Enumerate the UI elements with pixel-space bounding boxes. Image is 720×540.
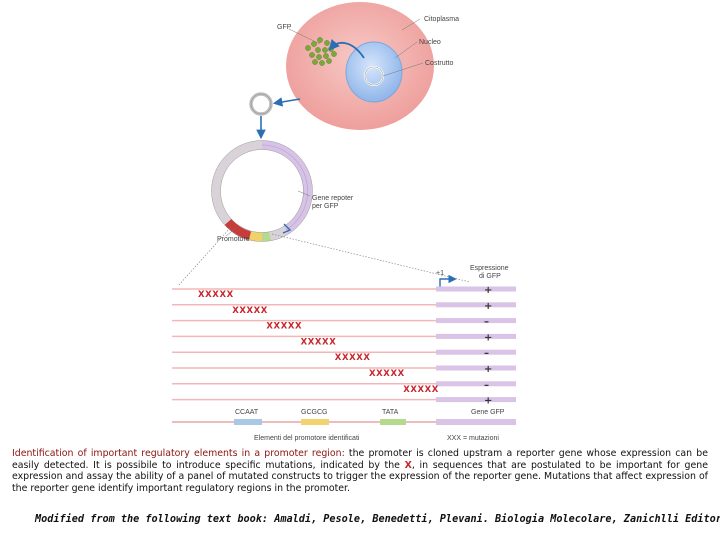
gfp-reporter-gene	[261, 140, 313, 234]
reporter-gene-label-2: per GFP	[312, 203, 339, 210]
expression-result: –	[484, 317, 489, 328]
caption-text-1: the promoter is cloned upstram a reporte…	[12, 448, 708, 471]
expression-header-2: di GFP	[479, 273, 501, 280]
nucleus	[345, 41, 403, 103]
caption-x-symbol: X	[404, 459, 412, 471]
gfp-gene-segment	[436, 349, 516, 355]
cytoplasm-label: Citoplasma	[424, 16, 459, 23]
gfp-dot	[331, 51, 337, 57]
gcgcg-label: GCGCG	[301, 409, 327, 416]
gene-gfp-label: Gene GFP	[471, 409, 505, 416]
mutant-constructs: XXXXX+XXXXX+XXXXX–XXXXX+XXXXX–XXXXX+XXXX…	[172, 285, 516, 407]
construct-row: XXXXX +	[172, 301, 516, 316]
construct-label: Costrutto	[425, 60, 454, 67]
gfp-gene-segment	[436, 397, 516, 403]
gfp-dot	[317, 37, 323, 43]
gfp-gene-segment	[436, 381, 516, 387]
gfp-dot	[309, 52, 315, 58]
expression-result: +	[484, 396, 492, 407]
expression-result: +	[484, 332, 492, 343]
caption-heading: Identification of important regulatory e…	[12, 448, 345, 459]
cell	[286, 2, 434, 130]
promoter-segment	[224, 218, 252, 241]
gfp-dot	[305, 45, 311, 51]
construct-row: +	[172, 396, 516, 407]
mutation-legend: XXX = mutazioni	[447, 435, 499, 442]
tss-label: +1	[436, 270, 444, 277]
figure-caption: Identification of important regulatory e…	[12, 448, 708, 494]
transcription-start-arrow	[439, 274, 457, 289]
mutation-mark: XXXXX	[369, 369, 405, 379]
tata-label: TATA	[382, 409, 399, 416]
gfp-dot	[322, 47, 328, 53]
construct-row: XXXXX +	[172, 285, 516, 300]
expression-result: +	[484, 301, 492, 312]
mutation-mark: XXXXX	[232, 306, 268, 316]
reporter-gene-label-1: Gene repoter	[312, 195, 354, 202]
expression-arrow	[328, 39, 365, 59]
construct-row: XXXXX +	[172, 332, 516, 347]
gfp-dot	[323, 53, 329, 59]
gfp-dot	[311, 41, 317, 47]
expression-header-1: Espressione	[470, 265, 509, 272]
reporter-plasmid	[211, 140, 313, 242]
experiment-diagram: GFP Citoplasma Nucleo Costrutto Gene rep…	[172, 2, 516, 442]
gfp-dot	[315, 47, 321, 53]
elements-axis-label: Elementi del promotore identificati	[254, 435, 360, 442]
gfp-label: GFP	[277, 24, 292, 31]
gfp-dot	[326, 58, 332, 64]
gfp-dot	[324, 40, 330, 46]
mutation-mark: XXXXX	[266, 322, 302, 332]
caption-text-2: , in sequences that are postulated to be…	[12, 459, 708, 494]
gfp-gene-segment	[436, 333, 516, 339]
free-plasmid	[249, 92, 301, 140]
expression-result: –	[484, 348, 489, 359]
gfp-dot	[312, 59, 318, 65]
mutation-mark: XXXXX	[335, 353, 371, 363]
gfp-gene-segment	[436, 365, 516, 371]
ccaat-box	[234, 419, 262, 425]
construct-row: XXXXX +	[172, 364, 516, 379]
gfp-gene-band	[436, 419, 516, 425]
tata-box	[380, 419, 406, 425]
promoter-label: Promotore	[217, 236, 250, 243]
expression-result: +	[484, 364, 492, 375]
gfp-dot	[316, 54, 322, 60]
construct-row: XXXXX –	[172, 380, 516, 395]
gcgcg-box	[301, 419, 329, 425]
gfp-gene-segment	[436, 318, 516, 324]
expression-result: –	[484, 380, 489, 391]
cell-leaders	[288, 18, 424, 77]
source-credit: Modified from the following text book: A…	[35, 514, 720, 525]
construct-row: XXXXX –	[172, 317, 516, 332]
construct-row: XXXXX –	[172, 348, 516, 363]
gfp-gene-segment	[436, 286, 516, 292]
gfp-gene-segment	[436, 302, 516, 308]
gfp-dot	[319, 60, 325, 66]
nucleus-label: Nucleo	[419, 39, 441, 46]
expression-result: +	[484, 285, 492, 296]
mutation-mark: XXXXX	[301, 337, 337, 347]
promoter-elements-bar: CCAAT GCGCG TATA Gene GFP Elementi del p…	[172, 409, 516, 442]
ccaat-label: CCAAT	[235, 409, 259, 416]
mutation-mark: XXXXX	[198, 290, 234, 300]
mutation-mark: XXXXX	[403, 385, 439, 395]
